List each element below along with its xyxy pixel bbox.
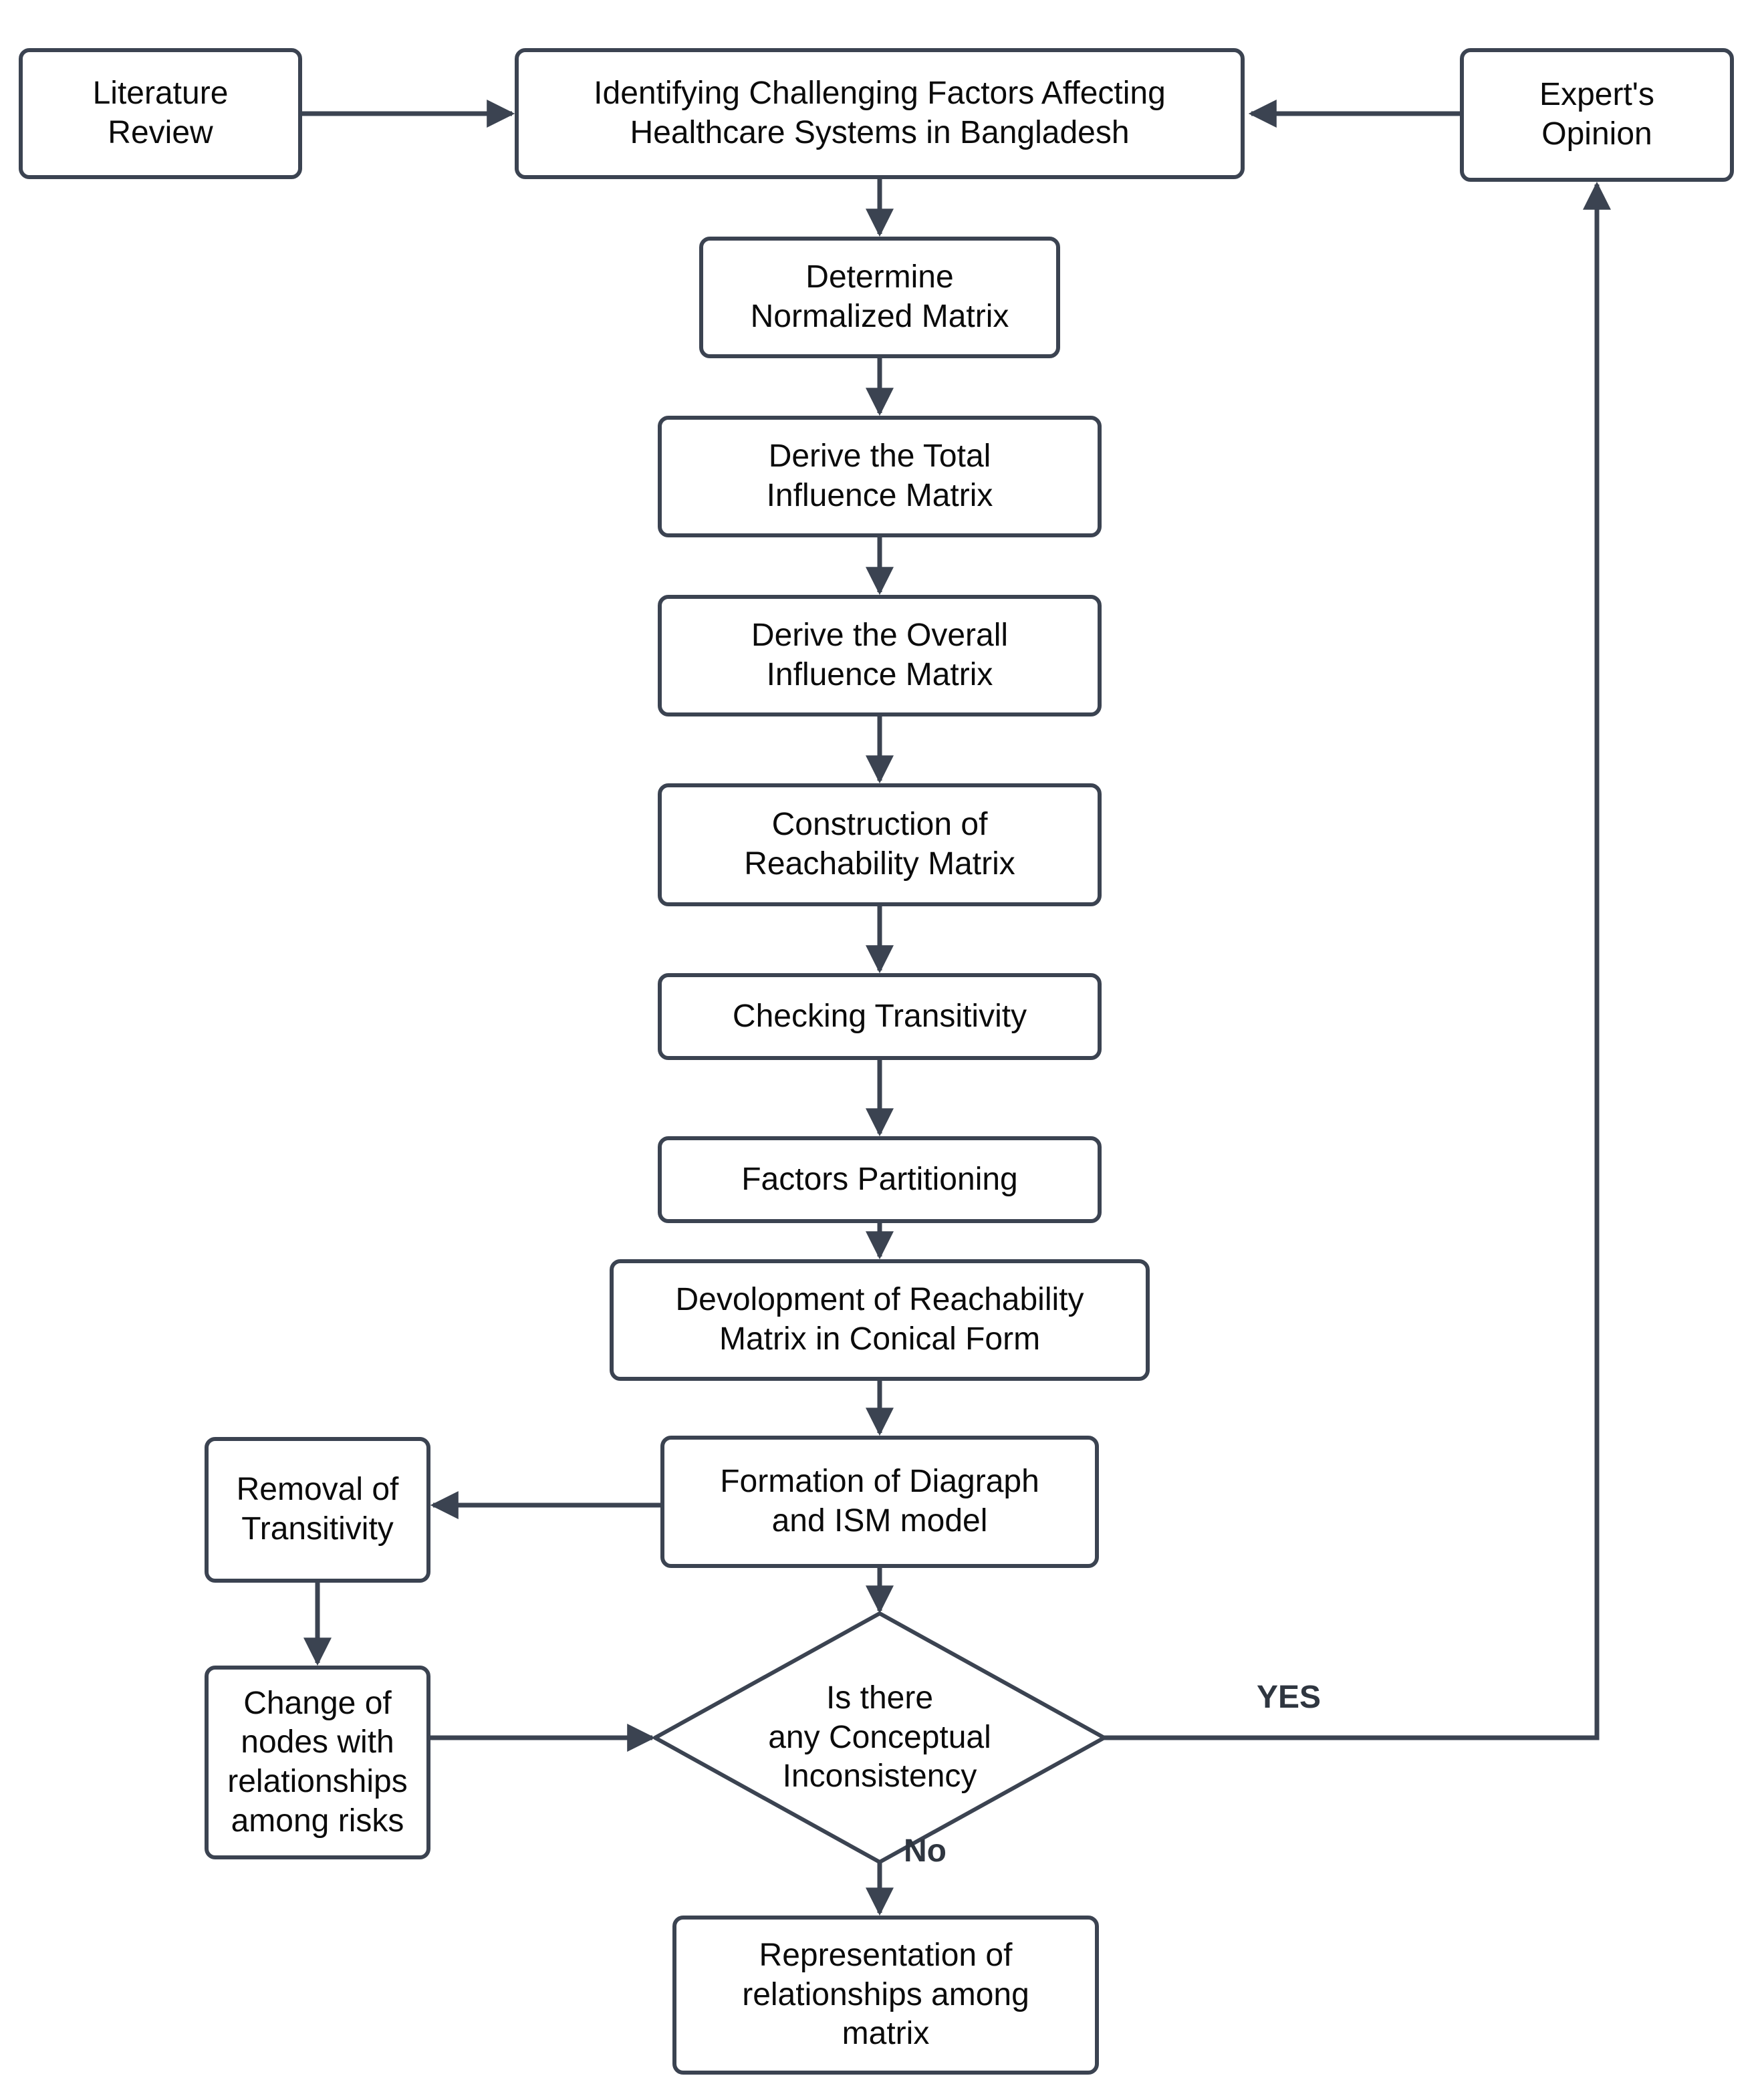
- node-representation-relationships: Representation of relationships among ma…: [672, 1916, 1099, 2075]
- decision-label: Is there any Conceptual Inconsistency: [768, 1680, 991, 1795]
- node-factors-partitioning: Factors Partitioning: [658, 1136, 1102, 1223]
- node-removal-of-transitivity: Removal of Transitivity: [205, 1437, 430, 1583]
- node-derive-total-influence-matrix: Derive the Total Influence Matrix: [658, 416, 1102, 537]
- node-identifying-factors: Identifying Challenging Factors Affectin…: [515, 48, 1245, 179]
- node-devolopment-conical-form: Devolopment of Reachability Matrix in Co…: [610, 1259, 1150, 1381]
- node-literature-review: Literature Review: [19, 48, 302, 179]
- node-construction-reachability-matrix: Construction of Reachability Matrix: [658, 783, 1102, 906]
- edge-decision-yes-to-expert: [1104, 181, 1611, 1740]
- edge-label-yes: YES: [1257, 1680, 1322, 1715]
- node-change-of-nodes: Change of nodes with relationships among…: [205, 1666, 430, 1859]
- node-formation-diagraph-ism: Formation of Diagraph and ISM model: [660, 1436, 1099, 1568]
- node-checking-transitivity: Checking Transitivity: [658, 973, 1102, 1060]
- node-experts-opinion: Expert's Opinion: [1460, 48, 1734, 182]
- node-determine-normalized-matrix: Determine Normalized Matrix: [699, 237, 1060, 358]
- node-derive-overall-influence-matrix: Derive the Overall Influence Matrix: [658, 595, 1102, 716]
- edge-label-no: No: [904, 1833, 947, 1869]
